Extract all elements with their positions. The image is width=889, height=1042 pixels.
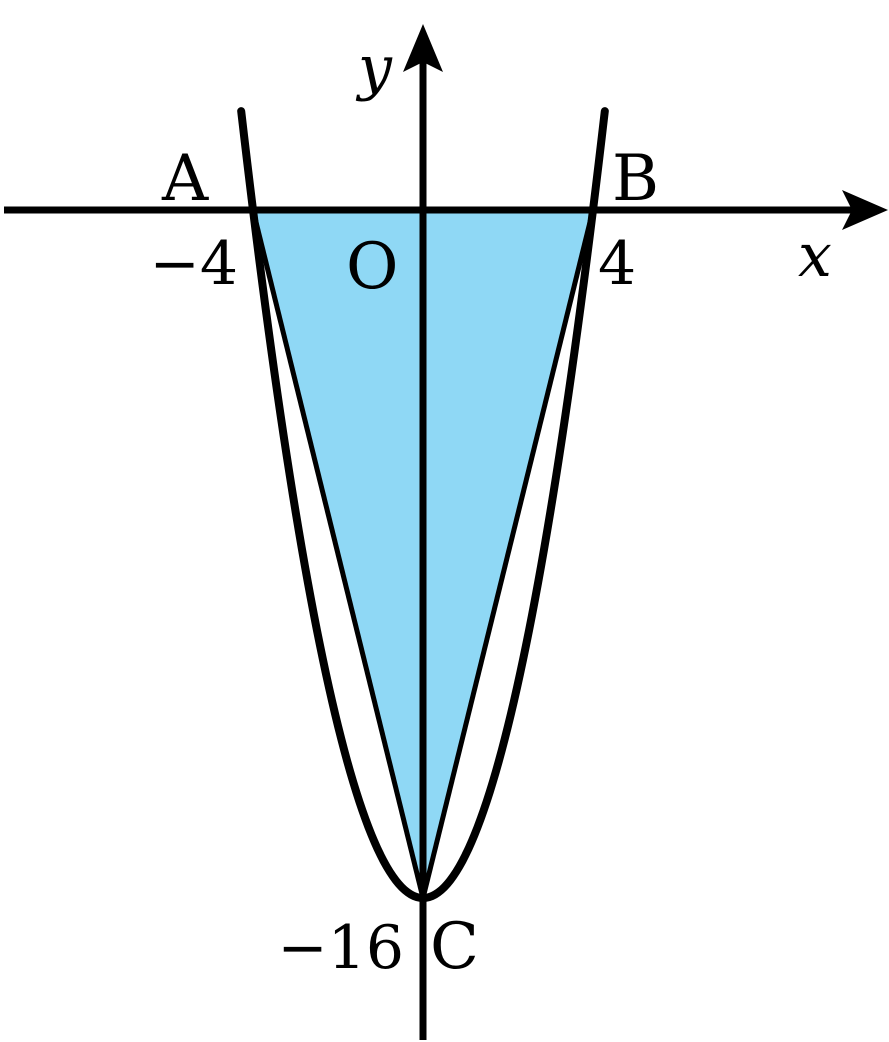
x-axis-label: x [798,221,832,291]
y-axis-label: y [355,33,393,103]
tick-label-y-neg: −16 [277,913,404,983]
point-b-label: B [612,142,659,216]
triangle-edge-ac [250,209,426,899]
tick-label-x-neg: −4 [150,229,238,299]
triangle-edge-bc [420,209,596,899]
point-a-label: A [161,142,209,216]
y-axis-arrowhead [403,24,443,72]
point-c-label: C [430,910,479,984]
x-axis-arrowhead [842,190,888,230]
tick-label-x-pos: 4 [598,229,636,299]
origin-label: O [346,230,398,304]
parabola-curve [237,107,609,903]
